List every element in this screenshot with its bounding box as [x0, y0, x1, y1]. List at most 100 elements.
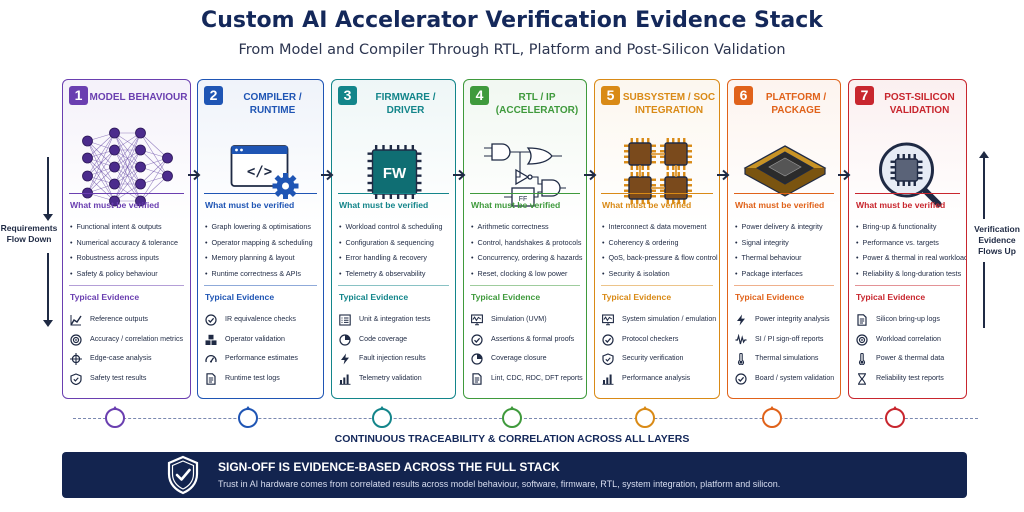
wave-icon — [735, 333, 747, 344]
thermometer-icon — [858, 353, 866, 365]
evidence-text: Unit & integration tests — [359, 315, 431, 323]
evidence-item: Accuracy / correlation metrics — [68, 330, 188, 350]
check-circle-icon — [205, 314, 217, 326]
evidence-item: Assertions & formal proofs — [469, 330, 584, 350]
layer-illustration: FF — [464, 108, 586, 253]
check-circle-icon — [602, 333, 614, 346]
verify-item: Error handling & recovery — [339, 250, 452, 266]
trace-node — [635, 406, 655, 428]
layer-illustration: </> — [198, 108, 323, 253]
svg-text:</>: </> — [247, 164, 272, 180]
verify-list: Workload control & schedulingConfigurati… — [339, 219, 452, 281]
verify-item: Control, handshakes & protocols — [471, 235, 583, 251]
verify-item: Bring-up & functionality — [856, 219, 963, 235]
evidence-text: Edge-case analysis — [90, 354, 152, 362]
evidence-item: Runtime test logs — [203, 369, 321, 389]
monitor-wave-icon — [471, 314, 483, 326]
trace-node — [238, 406, 258, 428]
evidence-text: Reference outputs — [90, 315, 148, 323]
evidence-divider — [338, 285, 449, 286]
page-title: Custom AI Accelerator Verification Evide… — [201, 8, 823, 33]
verify-heading: What must be verified — [735, 200, 825, 210]
bolt-icon — [737, 314, 745, 326]
gauge-icon — [205, 354, 217, 363]
evidence-up-arrow — [979, 151, 989, 219]
clock-icon — [858, 372, 866, 385]
verify-item: Package interfaces — [735, 266, 837, 282]
banner-text: Trust in AI hardware comes from correlat… — [218, 479, 781, 489]
thermometer-icon — [737, 353, 745, 365]
layer-illustration: FW — [332, 108, 455, 253]
evidence-item: SI / PI sign-off reports — [733, 330, 838, 350]
layer-number: 3 — [338, 86, 357, 105]
layer-title: COMPILER / RUNTIME — [243, 92, 302, 116]
layer-illustration — [849, 108, 966, 253]
trace-node — [502, 406, 522, 428]
evidence-item: Edge-case analysis — [68, 349, 188, 369]
target-icon — [856, 333, 868, 346]
evidence-flow-label: Verification Evidence Flows Up — [974, 224, 1020, 256]
evidence-text: Fault injection results — [359, 354, 426, 362]
evidence-text: SI / PI sign-off reports — [755, 334, 824, 343]
trace-node — [885, 406, 905, 428]
verify-item: Workload control & scheduling — [339, 219, 452, 235]
verify-item: Arithmetic correctness — [471, 219, 583, 235]
evidence-item: Reference outputs — [68, 310, 188, 330]
evidence-heading: Typical Evidence — [70, 292, 140, 302]
document-icon — [206, 372, 216, 385]
verify-heading: What must be verified — [205, 200, 295, 210]
evidence-divider — [734, 285, 834, 286]
evidence-item: Performance estimates — [203, 349, 321, 369]
verify-item: Concurrency, ordering & hazards — [471, 250, 583, 266]
verify-item: Reset, clocking & low power — [471, 266, 583, 282]
requirements-flow-label: Requirements Flow Down — [0, 223, 58, 244]
bars-icon — [339, 374, 351, 385]
evidence-text: Protocol checkers — [622, 334, 679, 343]
header-divider — [69, 193, 184, 194]
evidence-item: Simulation (UVM) — [469, 310, 584, 330]
verify-item: Performance vs. targets — [856, 235, 963, 251]
chart-icon — [70, 315, 82, 326]
layer-title: RTL / IP (ACCELERATOR) — [495, 92, 579, 116]
verify-item: Safety & policy behaviour — [70, 266, 187, 282]
layer-title: POST-SILICON VALIDATION — [884, 92, 955, 116]
evidence-text: Telemetry validation — [359, 373, 422, 382]
evidence-text: Reliability test reports — [876, 373, 944, 382]
trace-node — [372, 406, 392, 428]
trace-node — [762, 406, 782, 428]
trace-node — [105, 406, 125, 428]
verify-heading: What must be verified — [471, 200, 561, 210]
evidence-text: Performance estimates — [225, 354, 298, 362]
evidence-text: Lint, CDC, RDC, DFT reports — [491, 373, 583, 382]
flow-arrow — [453, 169, 466, 181]
verify-item: Interconnect & data movement — [602, 219, 716, 235]
evidence-item: Code coverage — [337, 330, 453, 350]
layer-title: PLATFORM / PACKAGE — [765, 92, 827, 116]
evidence-divider — [69, 285, 184, 286]
verify-item: Memory planning & layout — [205, 250, 320, 266]
document-icon — [857, 314, 867, 326]
bolt-icon — [341, 353, 349, 365]
verify-item: Power delivery & integrity — [735, 219, 837, 235]
flow-arrow — [584, 169, 597, 181]
logic-gates-illustration: FF — [484, 143, 566, 207]
header-divider — [601, 193, 713, 194]
verify-item: Functional intent & outputs — [70, 219, 187, 235]
shield-icon — [70, 372, 82, 385]
svg-text:FW: FW — [383, 165, 407, 182]
verify-list: Graph lowering & optimisationsOperator m… — [205, 219, 320, 281]
pie-icon — [339, 333, 351, 346]
verify-item: Coherency & ordering — [602, 235, 716, 251]
verify-item: Signal integrity — [735, 235, 837, 251]
evidence-text: Silicon bring-up logs — [876, 315, 940, 323]
evidence-heading: Typical Evidence — [735, 292, 805, 302]
